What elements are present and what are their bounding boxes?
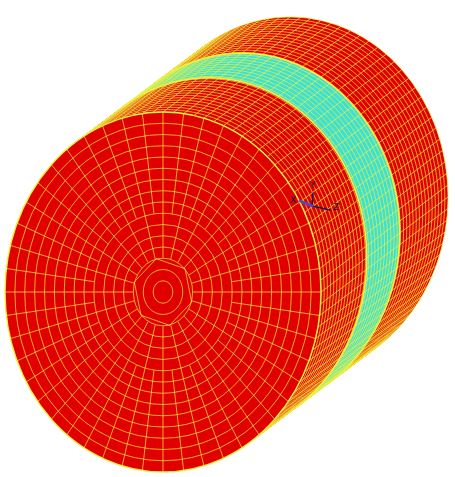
face-radial (10, 245, 134, 283)
face-radial (192, 301, 316, 339)
mesh-generator (318, 162, 445, 257)
face-radial (67, 149, 121, 229)
mesh-generator (267, 62, 394, 157)
face-radial (232, 269, 320, 282)
face-radial (84, 322, 148, 448)
mesh-generator (313, 139, 440, 234)
face-radial (122, 325, 155, 466)
face-core (134, 259, 191, 326)
face-radial (171, 325, 204, 466)
mesh-generator (320, 174, 447, 269)
mesh-generator (294, 97, 421, 192)
axis-label: Z (333, 203, 339, 212)
face-ring (143, 270, 183, 315)
face-radial (67, 355, 121, 435)
mesh-generator (173, 17, 300, 112)
mesh-generator (242, 41, 369, 136)
face-radial (6, 269, 94, 282)
axis-x (300, 201, 312, 206)
mesh-generator (318, 232, 445, 327)
face-radial (10, 301, 134, 339)
face-radial (218, 340, 288, 401)
face-radial (26, 202, 137, 275)
face-radial (103, 365, 137, 458)
face-radial (142, 114, 154, 214)
face-radial (84, 136, 148, 262)
face-radial (142, 371, 154, 471)
mesh-generator (214, 27, 341, 122)
cylinder-body (5, 17, 448, 472)
face-radial (171, 118, 204, 259)
face-radial (218, 182, 288, 243)
face-radial (184, 165, 274, 268)
mesh-generator (122, 23, 249, 118)
face-radial (163, 326, 164, 472)
face-radial (178, 322, 242, 448)
mesh-generator (275, 70, 402, 165)
face-radial (122, 118, 155, 259)
face-radial (184, 316, 274, 419)
mesh-generator (300, 107, 427, 202)
mesh-generator (163, 17, 290, 112)
axis-label: X (290, 196, 296, 205)
mesh-generator (316, 150, 443, 245)
face-radial (227, 223, 309, 262)
face-radial (17, 223, 99, 262)
face-radial (172, 114, 184, 214)
mesh-generator (309, 266, 436, 361)
face-radial (205, 355, 259, 435)
mesh-generator (259, 54, 386, 149)
mesh-generator (309, 128, 436, 223)
mesh-generator (321, 209, 448, 304)
face-radial (205, 149, 259, 229)
mesh-generator (288, 87, 415, 182)
face-radial (193, 292, 321, 293)
face-disc (5, 112, 321, 472)
face-radial (51, 316, 141, 419)
face-radial (5, 292, 133, 293)
mesh-generator (233, 36, 360, 131)
mesh-generator (320, 220, 447, 315)
face-radial (190, 126, 224, 219)
face-radial (189, 202, 300, 275)
face-radial (163, 112, 164, 258)
mesh-generator (223, 31, 350, 126)
mesh-generator (251, 47, 378, 142)
face-ring (133, 258, 192, 326)
face-radial (26, 309, 137, 382)
mesh-generator (305, 277, 432, 372)
face-ring (153, 281, 173, 304)
front-face (5, 112, 321, 472)
axis-y (312, 193, 313, 206)
face-radial (232, 302, 320, 315)
mesh-generator (204, 23, 331, 118)
face-radial (38, 182, 108, 243)
face-radial (190, 365, 224, 458)
face-radial (51, 165, 141, 268)
axis-label: Y (310, 181, 316, 190)
face-radial (227, 322, 309, 361)
face-radial (103, 126, 137, 219)
face-radial (192, 245, 316, 283)
mesh-generator (194, 20, 321, 115)
mesh-generator (316, 244, 443, 339)
axis-z (312, 206, 330, 210)
axis-triad (300, 193, 330, 210)
face-radial (17, 322, 99, 361)
cylinder-slab (5, 112, 321, 472)
face-radial (178, 136, 242, 262)
face-radial (172, 371, 184, 471)
face-radial (189, 309, 300, 382)
mesh-generator (282, 78, 409, 173)
mesh-generator (132, 20, 259, 115)
face-radial (38, 340, 108, 401)
face-radial (6, 302, 94, 315)
mesh-generator (142, 19, 269, 114)
mesh-generator (112, 27, 239, 122)
mesh-generator (305, 117, 432, 212)
mesh-generator (321, 185, 448, 280)
